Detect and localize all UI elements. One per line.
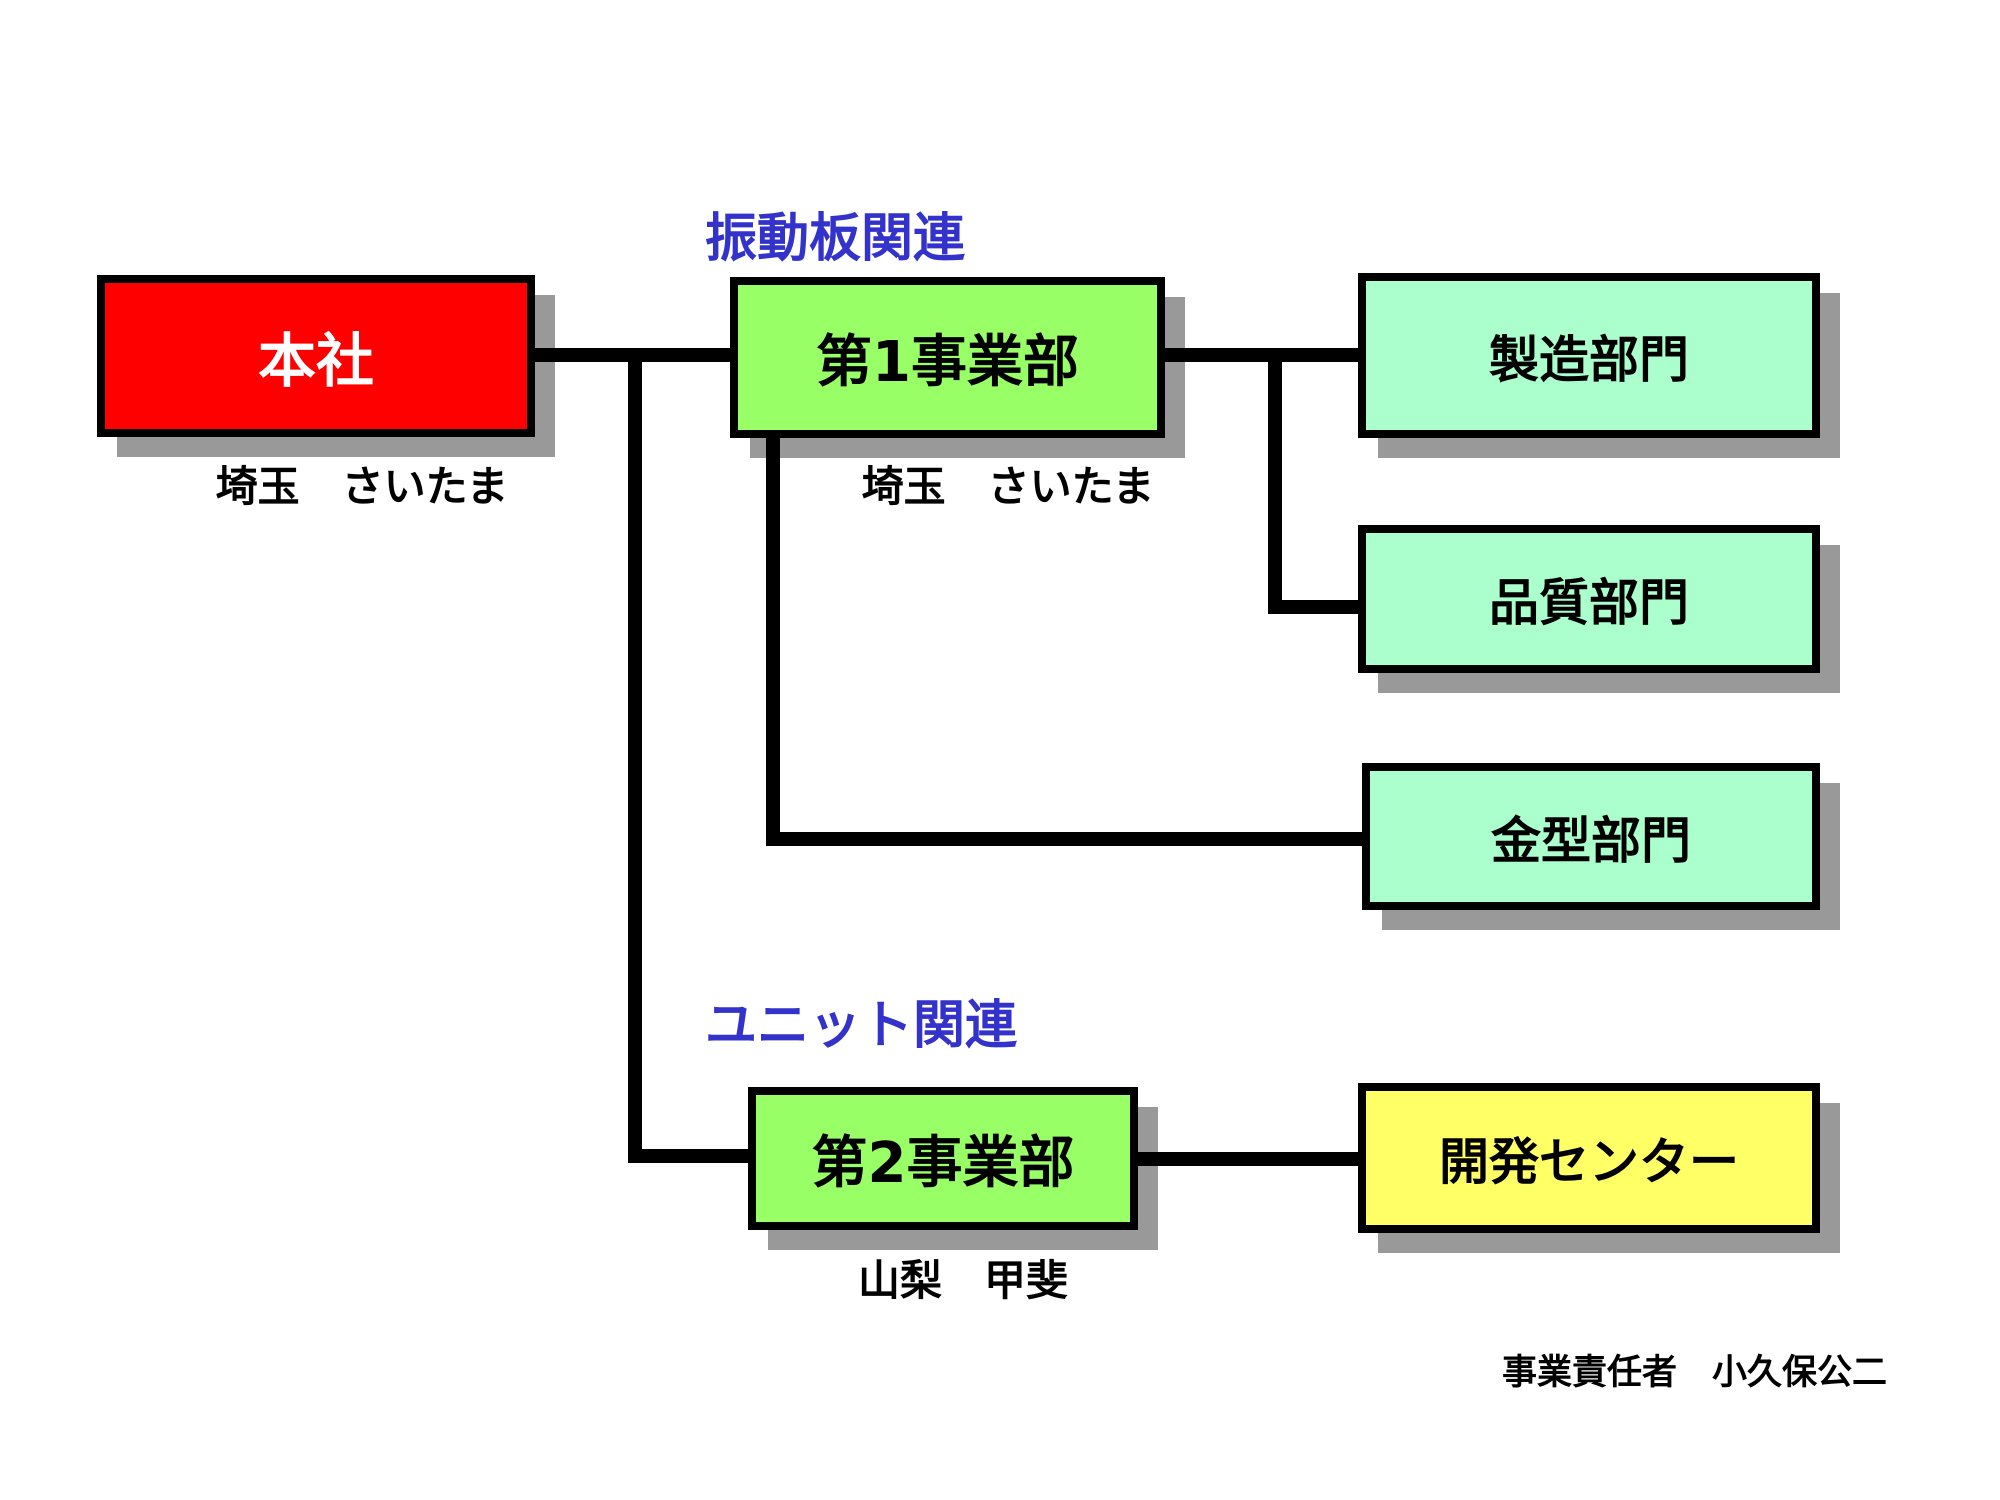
connector-div1-drop-vertical [766, 438, 780, 846]
node-mold-dept-label: 金型部門 [1491, 811, 1691, 870]
division1-location-label: 埼玉 さいたま [861, 462, 1155, 511]
node-quality-dept: 品質部門 [1358, 525, 1820, 673]
node-quality-dept-label: 品質部門 [1489, 574, 1689, 632]
connector-div1-kanagata [766, 832, 1362, 846]
node-dev-center-label: 開発センター [1439, 1133, 1739, 1191]
connector-seizo-branch-vertical [1268, 348, 1282, 614]
group-label-diaphragm: 振動板関連 [705, 209, 966, 269]
group-label-unit: ユニット関連 [705, 996, 1018, 1056]
node-dev-center: 開発センター [1358, 1083, 1820, 1233]
node-manufacturing-dept: 製造部門 [1358, 273, 1820, 438]
node-division1-label: 第1事業部 [816, 330, 1079, 395]
node-mold-dept: 金型部門 [1362, 763, 1820, 910]
business-manager-label: 事業責任者 小久保公二 [1502, 1353, 1888, 1393]
head-office-location-label: 埼玉 さいたま [215, 462, 509, 511]
connector-div1-seizo [1165, 348, 1358, 362]
node-division2-label: 第2事業部 [811, 1131, 1075, 1196]
node-head-office-label: 本社 [257, 327, 374, 395]
node-division1: 第1事業部 [730, 277, 1165, 438]
connector-trunk-vertical [628, 348, 642, 1163]
connector-div2-kaihatsu [1138, 1152, 1358, 1166]
connector-trunk-div2 [628, 1149, 748, 1163]
node-division2: 第2事業部 [748, 1087, 1138, 1230]
division2-location-label: 山梨 甲斐 [857, 1256, 1068, 1305]
node-head-office: 本社 [97, 275, 535, 437]
node-manufacturing-dept-label: 製造部門 [1489, 330, 1689, 389]
connector-branch-hinshitsu [1268, 600, 1358, 614]
